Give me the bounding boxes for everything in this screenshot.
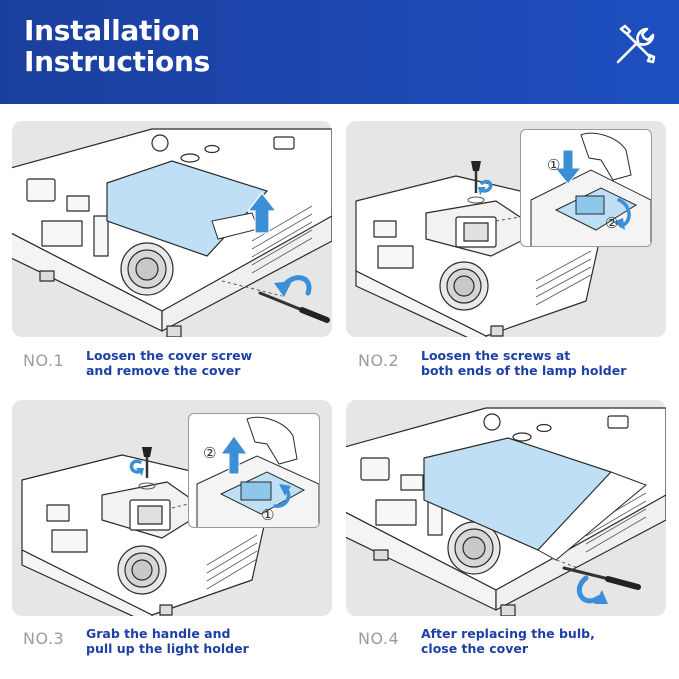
lamp-holder-detail: ① ② [530,132,651,246]
inset-marker-2: ② [203,444,216,462]
inset-marker-2: ② [605,214,618,232]
step-description: Loosen the cover screw and remove the co… [86,348,252,378]
step-description: Grab the handle and pull up the light ho… [86,626,249,656]
inset-marker-1: ① [261,506,274,524]
step-description-line2: both ends of the lamp holder [421,363,627,378]
projector-illustration [346,407,666,616]
step-number: NO.4 [358,629,400,648]
step-description-line1: Loosen the cover screw [86,348,253,363]
step-description-line1: Grab the handle and [86,626,231,641]
step2-caption: NO.2 Loosen the screws at both ends of t… [358,348,673,388]
projector-illustration [12,128,332,337]
step-description-line1: After replacing the bulb, [421,626,595,641]
step-description-line1: Loosen the screws at [421,348,571,363]
step4-illustration-panel [346,400,666,616]
step-description: After replacing the bulb, close the cove… [421,626,595,656]
step-description-line2: pull up the light holder [86,641,249,656]
step3-detail-inset: ② ① [188,413,320,528]
header-banner: Installation Instructions [0,0,679,104]
page-title-line1: Installation [24,14,200,47]
step3-caption: NO.3 Grab the handle and pull up the lig… [23,626,333,666]
step3-illustration-panel: ② ① [12,400,332,616]
step-description-line2: close the cover [421,641,529,656]
page-title-line2: Instructions [24,45,210,78]
step2-illustration-panel: ① ② [346,121,666,337]
inset-marker-1: ① [547,156,560,174]
step-description: Loosen the screws at both ends of the la… [421,348,626,378]
step4-caption: NO.4 After replacing the bulb, close the… [358,626,673,666]
step1-illustration-panel [12,121,332,337]
step-description-line2: and remove the cover [86,363,241,378]
tools-icon [616,24,656,64]
page-title: Installation Instructions [24,15,210,77]
step1-caption: NO.1 Loosen the cover screw and remove t… [23,348,333,388]
step-number: NO.1 [23,351,65,370]
lamp-holder-detail: ② ① [196,416,319,527]
step-number: NO.3 [23,629,65,648]
step2-detail-inset: ① ② [520,129,652,247]
step-number: NO.2 [358,351,400,370]
